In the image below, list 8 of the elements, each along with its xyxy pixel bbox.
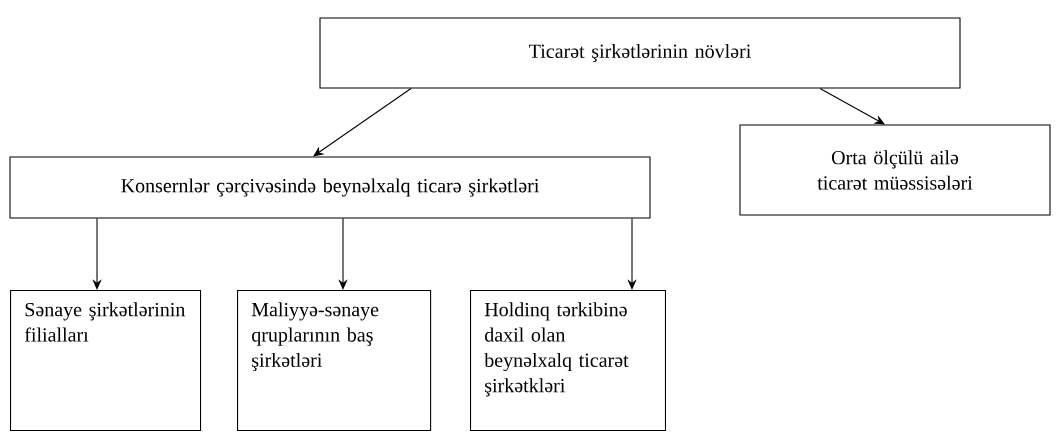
arrow [313, 88, 412, 157]
process-box: Ticarət şirkətlərinin növləri [319, 17, 961, 89]
process-box: Maliyyə-sənaye qruplarının baş şirkətləri [237, 290, 432, 432]
process-box: Orta ölçülü ailə ticarət müəssisələri [739, 124, 1051, 216]
arrow [819, 88, 885, 125]
process-box: Konsernlər çərçivəsində beynəlxalq ticarə şirkətləri [9, 156, 651, 219]
process-box: Holdinq tərkibinə daxil olan beynəlxalq ticarət şirkətkləri [470, 290, 666, 432]
process-box: Sənaye şirkətlərinin filialları [10, 290, 202, 432]
